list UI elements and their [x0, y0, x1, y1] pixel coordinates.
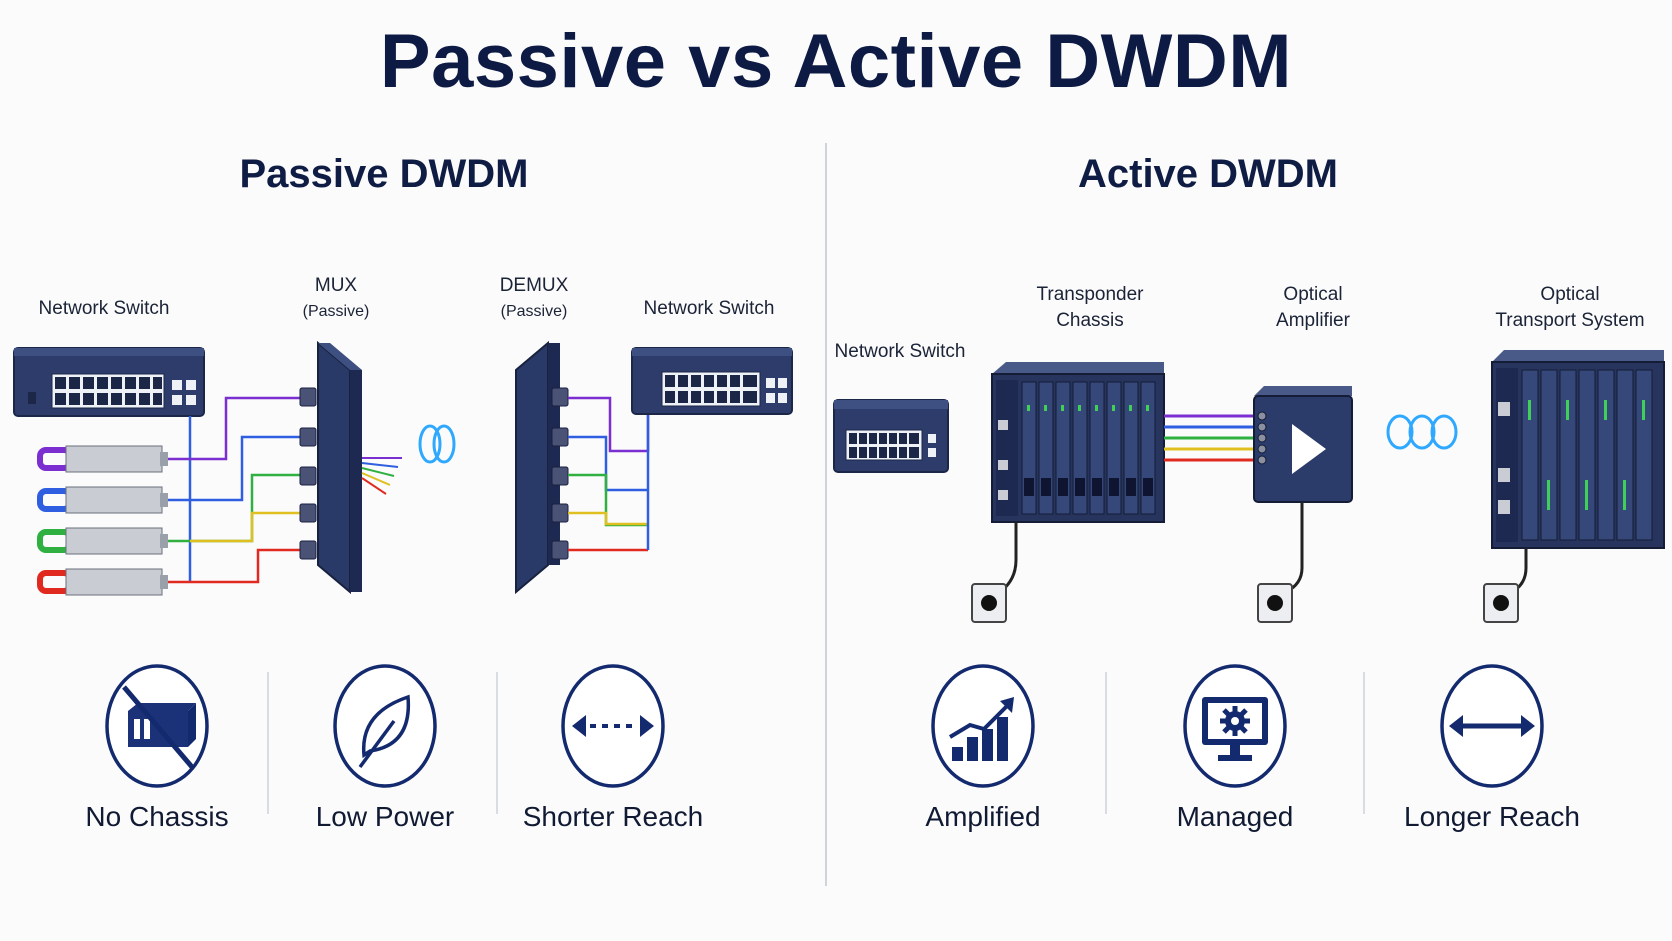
- active-section-title: Active DWDM: [1077, 152, 1339, 196]
- passive-trunk-fiber: [362, 424, 516, 467]
- feature-label: Low Power: [315, 801, 455, 832]
- passive-left-fibers: [168, 396, 304, 584]
- feature-label: No Chassis: [85, 801, 229, 832]
- power-outlets: [971, 502, 1528, 623]
- active-switch-label: Network Switch: [834, 341, 966, 362]
- mux-label: MUX(Passive): [276, 273, 396, 325]
- passive-switch-right: [631, 347, 793, 415]
- sfp-transceiver-purple: [37, 445, 168, 473]
- power-outlet-icon: [1257, 502, 1304, 623]
- ots-sublabel: Transport System: [1495, 310, 1645, 331]
- feature-shorter-reach: Shorter Reach: [513, 663, 713, 833]
- passive-switch-left: [13, 347, 205, 417]
- monitor-gear-icon: [1183, 664, 1287, 788]
- feature-low-power: Low Power: [285, 663, 485, 833]
- active-trunk-fiber: [1352, 414, 1494, 457]
- feature-longer-reach: Longer Reach: [1392, 663, 1592, 833]
- feature-divider: [267, 672, 269, 814]
- sfp-transceiver-blue: [37, 486, 168, 514]
- amplifier-sublabel: Amplifier: [1276, 310, 1350, 331]
- feature-label: Amplified: [925, 801, 1041, 832]
- double-arrow-icon: [1440, 664, 1544, 788]
- transponder-chassis: [991, 362, 1165, 523]
- feature-label: Longer Reach: [1404, 801, 1580, 832]
- leaf-icon: [333, 664, 437, 788]
- power-outlet-icon: [1483, 548, 1528, 623]
- passive-section-title: Passive DWDM: [239, 152, 529, 196]
- mux-device: [299, 340, 362, 595]
- feature-amplified: Amplified: [883, 663, 1083, 833]
- power-outlet-icon: [971, 522, 1018, 623]
- sfp-transceiver-red: [37, 568, 168, 596]
- section-divider: [825, 143, 827, 886]
- growth-chart-icon: [931, 664, 1035, 788]
- feature-divider: [496, 672, 498, 814]
- demux-label: DEMUX(Passive): [474, 273, 594, 325]
- sfp-transceiver-green: [37, 527, 168, 555]
- feature-divider: [1363, 672, 1365, 814]
- passive-switch-right-label: Network Switch: [643, 298, 775, 319]
- passive-right-fibers: [568, 396, 650, 552]
- feature-label: Shorter Reach: [522, 801, 704, 832]
- demux-device: [515, 340, 569, 595]
- passive-switch-left-label: Network Switch: [38, 298, 170, 319]
- feature-divider: [1105, 672, 1107, 814]
- feature-no-chassis: No Chassis: [57, 663, 257, 833]
- demux-sublabel: (Passive): [500, 303, 568, 320]
- active-switch: [833, 399, 949, 473]
- play-triangle-icon: [1292, 424, 1326, 474]
- mux-sublabel: (Passive): [302, 303, 370, 320]
- transponder-to-amplifier-fibers: [1164, 414, 1254, 462]
- dashed-arrow-icon: [561, 664, 665, 788]
- optical-amplifier: [1253, 386, 1353, 503]
- no-chassis-icon: [105, 664, 209, 788]
- transponder-sublabel: Chassis: [1056, 310, 1124, 331]
- optical-transport-system: [1491, 350, 1665, 549]
- page-title: Passive vs Active DWDM: [379, 19, 1293, 104]
- feature-label: Managed: [1176, 801, 1294, 832]
- feature-managed: Managed: [1135, 663, 1335, 833]
